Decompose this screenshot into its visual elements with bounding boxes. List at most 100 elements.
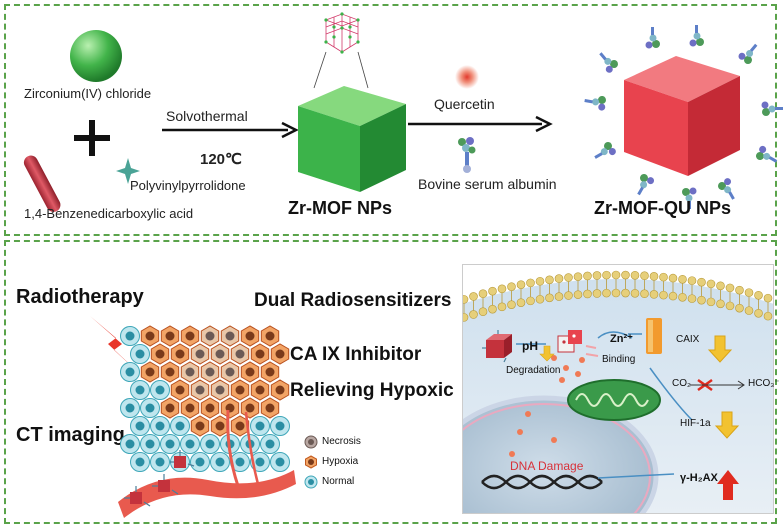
- lattice-connector-lines: [313, 51, 369, 89]
- plus-icon: [74, 120, 110, 156]
- reagent-pvp-label: Polyvinylpyrrolidone: [130, 178, 246, 193]
- hypoxia-cell: [250, 343, 270, 365]
- hypoxia-cell: [190, 415, 210, 437]
- mechanism-cell-illustration: [462, 264, 774, 514]
- product-zr-mof-qu-label: Zr-MOF-QU NPs: [594, 198, 731, 218]
- necrosis-cell: [200, 325, 220, 347]
- dna-damage-label: DNA Damage: [510, 459, 584, 473]
- legend-hypoxia-icon: [305, 455, 317, 469]
- necrosis-cell: [180, 361, 200, 383]
- normal-cell: [150, 452, 170, 472]
- normal-cell: [140, 398, 160, 418]
- feature-relieving-hypoxic: Relieving Hypoxic: [290, 380, 454, 401]
- quercetin-label: Quercetin: [434, 96, 495, 112]
- hypoxia-cell: [240, 397, 260, 419]
- zr-mof-qu-red-cube: [583, 25, 783, 209]
- tumor-cell-cluster: [120, 325, 290, 472]
- normal-cell: [140, 434, 160, 454]
- hypoxia-cell: [180, 397, 200, 419]
- legend-normal-label: Normal: [322, 476, 355, 487]
- necrosis-cell: [190, 343, 210, 365]
- hypoxia-cell: [140, 325, 160, 347]
- therapy-panel: [4, 240, 777, 524]
- synthesis-panel: [4, 4, 777, 236]
- hypoxia-cell: [270, 343, 290, 365]
- necrosis-cell: [220, 361, 240, 383]
- radiation-lightning-icon: [90, 316, 138, 372]
- necrosis-cell: [210, 343, 230, 365]
- necrosis-cell: [230, 343, 250, 365]
- normal-cell: [130, 344, 150, 364]
- feature-dual-radiosensitizers: Dual Radiosensitizers: [254, 290, 452, 311]
- zirconium-sphere-icon: [70, 30, 122, 82]
- zr-mof-green-cube: [298, 86, 406, 192]
- radiotherapy-label: Radiotherapy: [16, 286, 144, 308]
- hypoxia-cell: [180, 325, 200, 347]
- reagent-bdc-label: 1,4-Benzenedicarboxylic acid: [24, 206, 194, 221]
- normal-cell: [270, 416, 290, 436]
- bsa-label: Bovine serum albumin: [418, 176, 557, 192]
- normal-cell: [210, 452, 230, 472]
- co2-label: CO₂: [672, 378, 691, 389]
- legend-necrosis-icon: [304, 435, 318, 449]
- blood-vessel: [118, 409, 296, 518]
- hif-label: HIF-1a: [680, 418, 711, 429]
- hypoxia-cell: [260, 361, 280, 383]
- binding-label: Binding: [602, 354, 636, 365]
- hypoxia-cell: [170, 343, 190, 365]
- h2ax-label: γ-H₂AX: [680, 472, 718, 484]
- normal-cell: [190, 452, 210, 472]
- legend-normal-icon: [304, 475, 318, 489]
- normal-cell: [120, 434, 140, 454]
- normal-cell: [170, 416, 190, 436]
- hypoxia-cell: [230, 379, 250, 401]
- mof-lattice-icon: [324, 12, 360, 54]
- reaction-arrow-1: [162, 121, 299, 139]
- hypoxia-cell: [240, 361, 260, 383]
- hypoxia-cell: [140, 361, 160, 383]
- necrosis-cell: [220, 325, 240, 347]
- ph-label: pH: [522, 339, 538, 353]
- normal-cell: [200, 434, 220, 454]
- hypoxia-cell: [160, 361, 180, 383]
- normal-cell: [270, 452, 290, 472]
- ct-imaging-label: CT imaging: [16, 424, 125, 446]
- necrosis-cell: [200, 361, 220, 383]
- product-zr-mof-label: Zr-MOF NPs: [288, 198, 393, 218]
- hypoxia-cell: [230, 415, 250, 437]
- polyvinylpyrrolidone-star-icon: [116, 158, 140, 184]
- normal-cell: [230, 452, 250, 472]
- normal-cell: [260, 434, 280, 454]
- hypoxia-cell: [220, 397, 240, 419]
- hypoxia-cell: [160, 325, 180, 347]
- quercetin-dot-icon: [455, 65, 479, 89]
- normal-cell: [120, 362, 140, 382]
- hypoxia-cell: [270, 379, 290, 401]
- normal-cell: [130, 452, 150, 472]
- normal-cell: [120, 398, 140, 418]
- hypoxia-cell: [260, 325, 280, 347]
- zn-label: Zn²⁺: [610, 333, 633, 345]
- feature-caix-inhibitor: CA IX Inhibitor: [290, 344, 422, 365]
- hypoxia-cell: [150, 343, 170, 365]
- solvothermal-label: Solvothermal: [166, 108, 248, 124]
- hypoxia-cell: [240, 325, 260, 347]
- reagent-zirconium-label: Zirconium(IV) chloride: [24, 86, 152, 101]
- caix-label: CAIX: [676, 334, 700, 345]
- reaction-arrow-2: [408, 115, 553, 133]
- normal-cell: [130, 380, 150, 400]
- hypoxia-cell: [160, 397, 180, 419]
- temperature-label: 120℃: [200, 151, 242, 168]
- normal-cell: [250, 416, 270, 436]
- necrosis-cell: [190, 379, 210, 401]
- hypoxia-cell: [200, 397, 220, 419]
- normal-cell: [150, 380, 170, 400]
- legend-hypoxia-label: Hypoxia: [322, 456, 359, 467]
- normal-cell: [160, 434, 180, 454]
- normal-cell: [150, 416, 170, 436]
- benzenedicarboxylic-rod-icon: [23, 155, 61, 212]
- necrosis-cell: [210, 379, 230, 401]
- hco3-label: HCO₃⁻: [748, 378, 780, 389]
- normal-cell: [120, 326, 140, 346]
